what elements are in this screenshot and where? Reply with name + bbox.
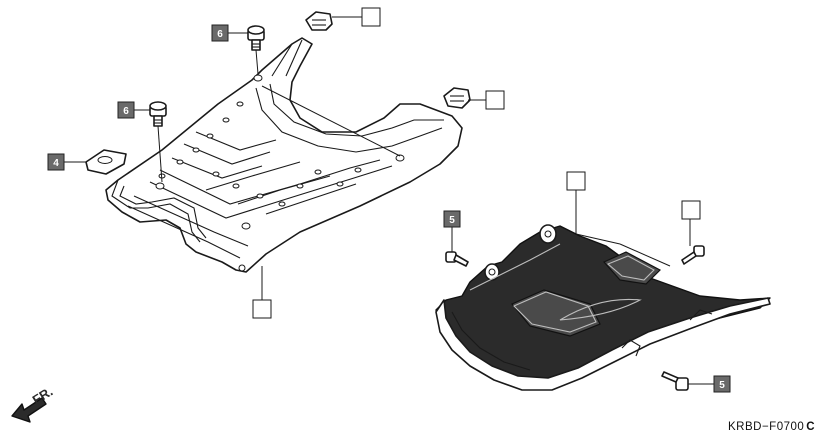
callout-empty-frame [252, 299, 272, 319]
front-direction-arrow: FR. [11, 384, 55, 423]
callout-empty-clip-top [361, 7, 381, 27]
screw-bottom [661, 371, 689, 391]
callout-empty-clip-right [485, 90, 505, 110]
diagram-code-main: KRBD−F0700 [728, 421, 804, 433]
diagram-code-suffix: C [806, 421, 815, 433]
flange-bolt-top [247, 25, 265, 51]
callout-empty-cover [566, 171, 586, 191]
screw-left [445, 251, 469, 267]
floor-frame-part [105, 37, 463, 273]
clip-right [443, 87, 471, 109]
callout-empty-screw-right [681, 200, 701, 220]
callout-5-left: 5 [443, 210, 461, 228]
callout-6-mid: 6 [117, 101, 135, 119]
leader-lines [64, 16, 714, 385]
callout-4-label: 4 [53, 158, 59, 169]
callout-4: 4 [47, 153, 65, 171]
clip-top [305, 11, 333, 31]
rubber-pad [85, 149, 127, 175]
callout-5-left-label: 5 [449, 215, 455, 226]
callout-5-bottom: 5 [713, 375, 731, 393]
callout-5-bottom-label: 5 [719, 380, 725, 391]
flange-bolt-mid [149, 101, 167, 127]
screw-right [681, 245, 705, 265]
callout-6-top: 6 [211, 24, 229, 42]
callout-6-mid-label: 6 [123, 106, 129, 117]
under-cover-part [435, 224, 771, 391]
callout-6-top-label: 6 [217, 29, 223, 40]
